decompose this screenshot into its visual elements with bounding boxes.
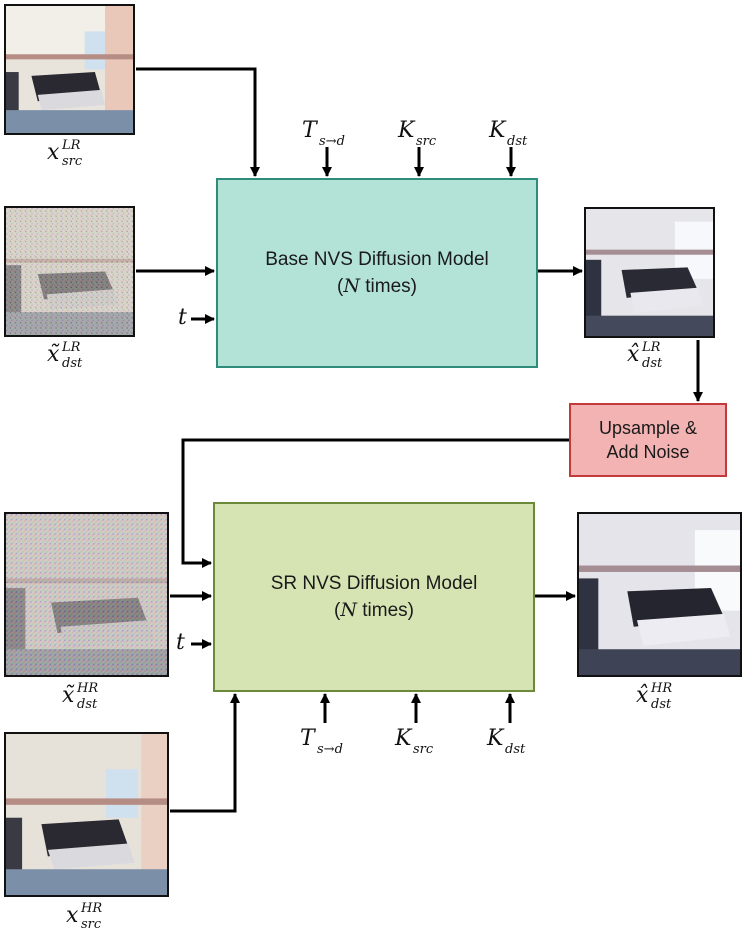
label-Ksrc-bottom: K src	[395, 726, 434, 757]
sr-model-title: SR NVS Diffusion Model	[270, 572, 478, 594]
label-Kdst-bottom: K dst	[487, 726, 526, 757]
image-x-dst-hr-noisy	[4, 512, 169, 677]
label-t-base: t	[178, 305, 187, 330]
label-x-src-lr: x LR src	[47, 138, 83, 169]
label-x-dst-lr-noisy: x̃ LR dst	[47, 340, 83, 371]
label-T-top: T s→d	[302, 118, 345, 149]
upsample-line2: Add Noise	[606, 442, 690, 462]
image-x-dst-hr-hat	[577, 512, 742, 677]
arrow-xsrc-hr-to-sr	[170, 693, 240, 813]
sr-model-times: (N times)	[334, 598, 414, 621]
arrow-upsample-to-sr	[181, 438, 569, 568]
base-model-title: Base NVS Diffusion Model	[265, 248, 489, 270]
label-x-src-hr: x HR src	[66, 901, 103, 932]
label-x-dst-hr-noisy: x̃ HR dst	[62, 681, 99, 712]
upsample-line1: Upsample &	[598, 418, 698, 438]
label-x-dst-lr-hat: x̂ LR dst	[627, 340, 663, 371]
label-Ksrc-top: K src	[398, 118, 437, 149]
image-x-dst-lr-noisy	[4, 206, 135, 337]
sr-nvs-diffusion-model-box: SR NVS Diffusion Model (N times)	[213, 502, 535, 692]
base-model-times: (N times)	[337, 274, 417, 297]
upsample-add-noise-box: Upsample & Add Noise	[569, 403, 727, 477]
base-nvs-diffusion-model-box: Base NVS Diffusion Model (N times)	[216, 178, 538, 368]
label-T-bottom: T s→d	[300, 726, 343, 757]
arrow-xsrc-lr-to-base	[136, 67, 260, 177]
label-Kdst-top: K dst	[489, 118, 528, 149]
label-x-dst-hr-hat: x̂ HR dst	[636, 681, 673, 712]
label-t-sr: t	[176, 630, 185, 655]
image-x-src-lr	[4, 4, 135, 135]
image-x-dst-lr-hat	[584, 207, 715, 338]
image-x-src-hr	[4, 732, 169, 897]
